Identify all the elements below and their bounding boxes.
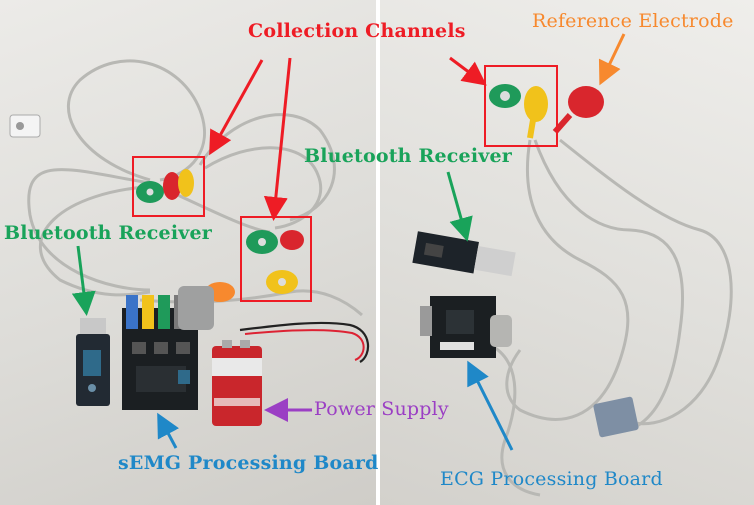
ecg-electrodes <box>489 84 604 139</box>
label-collection-channels: Collection Channels <box>248 20 466 42</box>
arrow-collection-1 <box>209 59 264 156</box>
arrow-collection-2 <box>263 57 292 221</box>
semg-board-graphic <box>122 295 198 410</box>
electrode-cluster-2 <box>246 230 304 294</box>
ecg-cables <box>489 138 733 497</box>
arrow-ecg-board <box>467 360 514 451</box>
arrow-bluetooth-right <box>446 171 473 242</box>
electrode-connector <box>178 286 214 330</box>
battery-graphic <box>212 340 262 426</box>
arrow-semg-board <box>157 412 180 449</box>
battery-wire-red <box>244 329 365 361</box>
semg-cables <box>27 59 363 317</box>
battery-wire-black <box>239 321 370 363</box>
cable-tag-mark <box>16 122 24 130</box>
electrode-cluster-1 <box>136 169 194 203</box>
usb-dongle-right <box>412 231 516 277</box>
collection-box-1 <box>132 156 205 217</box>
label-bluetooth-receiver-right: Bluetooth Receiver <box>304 145 512 167</box>
ecg-board-graphic <box>420 296 512 358</box>
cable-tag <box>9 114 41 138</box>
arrow-collection-ecg <box>449 56 487 86</box>
label-semg-processing-board: sEMG Processing Board <box>118 452 379 474</box>
label-reference-electrode: Reference Electrode <box>532 10 734 32</box>
semg-panel <box>0 0 376 505</box>
arrow-bluetooth-left <box>71 245 96 316</box>
label-bluetooth-receiver-left: Bluetooth Receiver <box>4 222 212 244</box>
label-ecg-processing-board: ECG Processing Board <box>440 468 663 490</box>
ecg-collection-box <box>484 65 558 147</box>
usb-dongle-left <box>76 318 110 406</box>
label-power-supply: Power Supply <box>314 398 449 420</box>
arrow-reference <box>598 33 626 86</box>
cable-label-tag <box>593 396 639 438</box>
panel-divider <box>376 0 380 505</box>
